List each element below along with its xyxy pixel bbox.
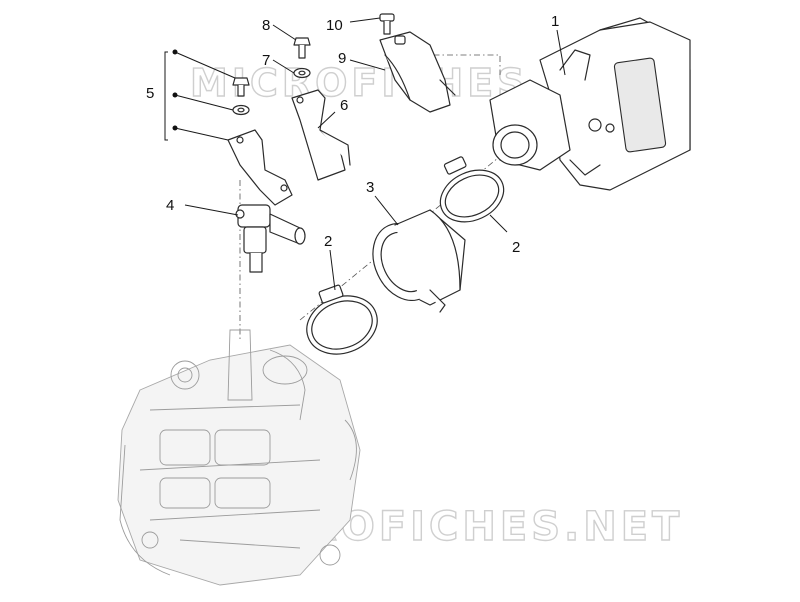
callout-1: 1 — [551, 13, 559, 30]
callout-3: 3 — [366, 179, 374, 196]
hose-clamp-icon — [306, 284, 378, 355]
callout-4: 4 — [166, 197, 174, 214]
screw-icon — [379, 13, 395, 35]
washer-icon — [293, 67, 311, 79]
intake-manifold-icon — [372, 209, 466, 313]
screw-icon — [293, 37, 311, 59]
callout-9: 9 — [338, 50, 346, 67]
callout-2-upper: 2 — [512, 239, 520, 256]
callout-10: 10 — [326, 17, 343, 34]
callout-2-lower: 2 — [324, 233, 332, 250]
fuel-injector-icon — [235, 204, 306, 273]
bracket-icon — [291, 89, 351, 181]
leader-lines — [164, 17, 566, 291]
bracket-icon — [379, 31, 456, 113]
bracket-icon — [227, 129, 293, 206]
callout-7: 7 — [262, 52, 270, 69]
callout-8: 8 — [262, 17, 270, 34]
washer-icon — [232, 104, 250, 116]
callout-dot-5b — [172, 92, 178, 98]
hose-clamp-icon — [439, 156, 505, 223]
callout-6: 6 — [340, 97, 348, 114]
callout-5: 5 — [146, 85, 154, 102]
callout-dot-5a — [172, 49, 178, 55]
cylinder-head-icon — [117, 329, 361, 586]
callout-dot-5c — [172, 125, 178, 131]
throttle-body-icon — [489, 17, 691, 191]
screw-icon — [232, 77, 250, 97]
